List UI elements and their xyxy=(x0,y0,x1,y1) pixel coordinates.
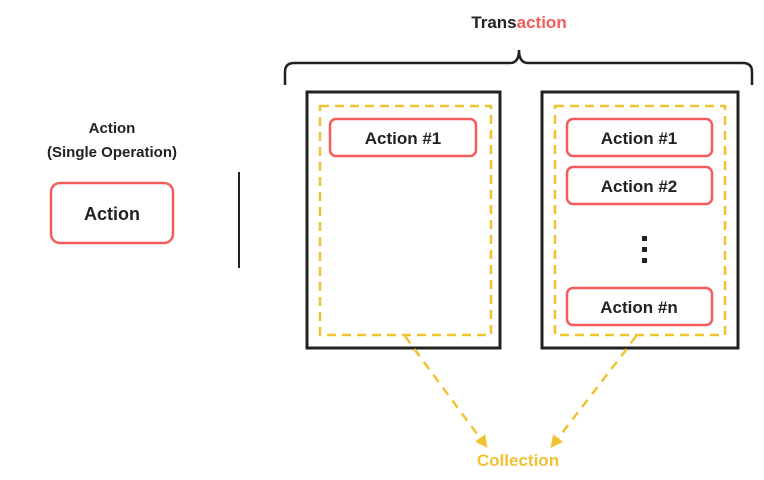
action-box xyxy=(565,165,714,206)
single-action-heading: Action xyxy=(89,120,136,137)
single-action-label: Action xyxy=(84,204,140,224)
action-label: Action #n xyxy=(600,298,677,317)
collection-label: Collection xyxy=(477,451,559,470)
action-label: Action #1 xyxy=(365,129,442,148)
arrow-to-collection-1 xyxy=(403,335,488,449)
single-action-subheading: (Single Operation) xyxy=(47,144,177,161)
single-action-box xyxy=(49,181,175,245)
action-label: Action #2 xyxy=(601,177,678,196)
action-label: Action #1 xyxy=(601,129,678,148)
collection-boundary-1 xyxy=(318,104,493,337)
action-box xyxy=(328,117,478,158)
collection-boundary-2 xyxy=(553,104,727,337)
action-box xyxy=(565,286,714,327)
ellipsis-icon xyxy=(642,236,647,263)
transaction-title: Transaction xyxy=(471,13,566,32)
transaction-brace xyxy=(283,49,754,85)
arrow-to-collection-2 xyxy=(550,335,638,448)
action-box xyxy=(565,117,714,158)
